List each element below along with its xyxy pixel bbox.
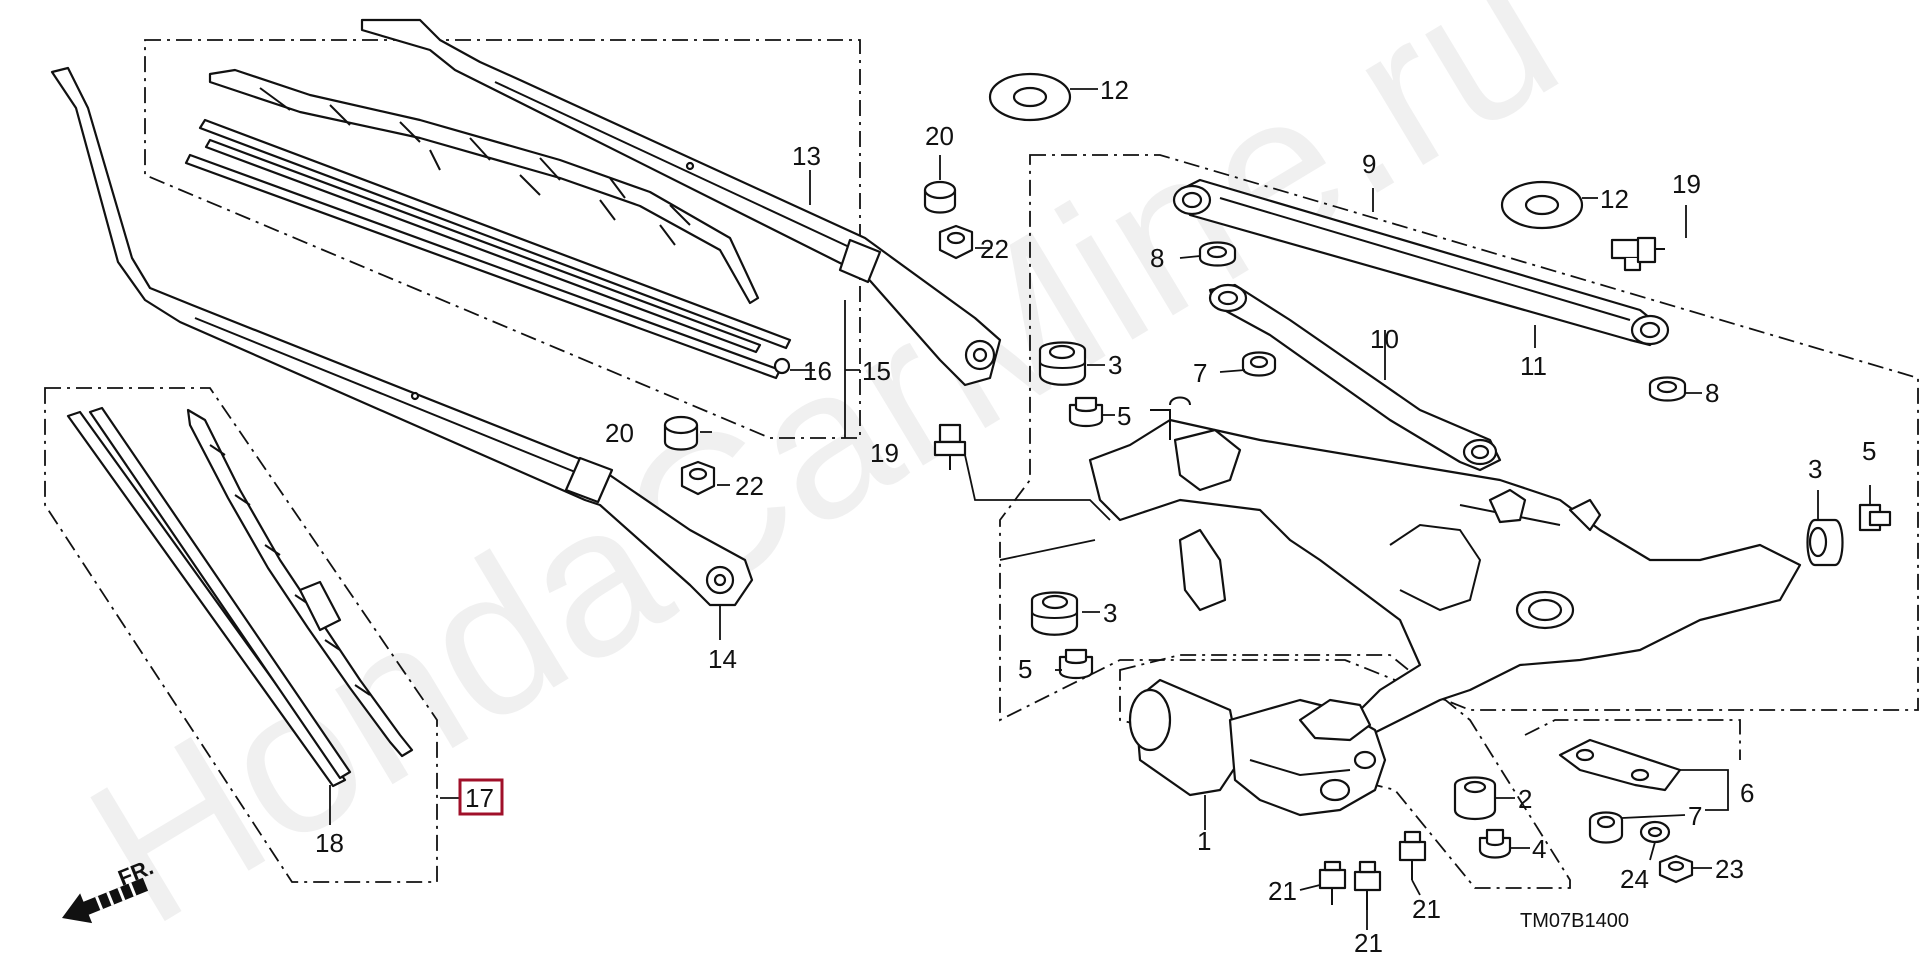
- callout-10: 10: [1370, 324, 1399, 354]
- callout-2: 2: [1518, 784, 1532, 814]
- callout-3: 3: [1103, 598, 1117, 628]
- wiper-blade-passenger: [66, 406, 414, 788]
- grommet-8-top: [1198, 241, 1237, 267]
- nut-22-top: [938, 224, 974, 260]
- callout-21: 21: [1354, 928, 1383, 958]
- nut-22-mid: [680, 460, 716, 496]
- grommet-8-right: [1648, 376, 1687, 402]
- blade-assembly-outline: [144, 39, 861, 439]
- callout-5: 5: [1117, 401, 1131, 431]
- callout-9: 9: [1362, 149, 1376, 179]
- callout-1: 1: [1197, 826, 1211, 856]
- grommet-2: [1453, 776, 1497, 821]
- callout-8: 8: [1150, 243, 1164, 273]
- wiper-blade-driver: [184, 68, 792, 380]
- link-10: [1208, 283, 1502, 472]
- callout-16: 16: [803, 356, 832, 386]
- callout-21: 21: [1412, 894, 1441, 924]
- callout-3: 3: [1108, 350, 1122, 380]
- washer-12-right: [1500, 180, 1584, 230]
- washer-12-top: [988, 72, 1072, 122]
- collar-5-right: [1858, 503, 1892, 532]
- callout-24: 24: [1620, 864, 1649, 894]
- link-9-11: [1172, 178, 1670, 347]
- wiper-arm-driver: [360, 18, 1002, 387]
- linkage-frame: [1088, 396, 1802, 737]
- callout-19: 19: [870, 438, 899, 468]
- bracket-set-outline: [1524, 719, 1741, 760]
- callout-13: 13: [792, 141, 821, 171]
- cap-20-top: [923, 180, 957, 214]
- washer-24: [1639, 820, 1671, 844]
- callout-15: 15: [862, 356, 891, 386]
- grommet-7-bottom: [1588, 811, 1624, 844]
- bolt-21-right: [1398, 830, 1427, 880]
- callout-3: 3: [1808, 454, 1822, 484]
- wiper-motor: [1128, 678, 1387, 817]
- front-direction-arrow: [62, 877, 149, 924]
- callout-5: 5: [1018, 654, 1032, 684]
- grommet-3-right: [1806, 518, 1844, 567]
- grommet-3-top: [1038, 341, 1087, 386]
- callout-21: 21: [1268, 876, 1297, 906]
- bolt-21-mid: [1353, 860, 1382, 910]
- callout-20: 20: [925, 121, 954, 151]
- grommet-3-mid: [1030, 591, 1079, 636]
- collar-5-mid: [1058, 648, 1094, 680]
- callout-4: 4: [1532, 834, 1546, 864]
- collar-5-top: [1068, 396, 1104, 428]
- callout-labels: 12 20 22 13 9 12 19 8 10 11 8 7 3 5 15 1…: [315, 75, 1876, 958]
- callout-14: 14: [708, 644, 737, 674]
- diagram-code: TM07B1400: [1520, 910, 1629, 932]
- callout-6: 6: [1740, 778, 1754, 808]
- callout-11: 11: [1520, 351, 1547, 381]
- bracket-6: [1558, 738, 1682, 792]
- wiper-arm-passenger: [50, 66, 754, 607]
- nut-23: [1658, 854, 1694, 884]
- collar-4: [1478, 828, 1512, 859]
- cap-20-mid: [663, 415, 699, 451]
- passenger-blade-outline: [44, 387, 438, 883]
- callout-19: 19: [1672, 169, 1701, 199]
- callout-12: 12: [1100, 75, 1129, 105]
- callout-17-highlight-box[interactable]: [458, 778, 504, 816]
- callout-22: 22: [735, 471, 764, 501]
- callout-12: 12: [1600, 184, 1629, 214]
- leader-lines: [329, 88, 1871, 930]
- bolt-19-right: [1610, 236, 1665, 272]
- callout-18: 18: [315, 828, 344, 858]
- callout-8: 8: [1705, 378, 1719, 408]
- bolt-21-left: [1318, 860, 1347, 905]
- callout-7: 7: [1193, 358, 1207, 388]
- callout-5: 5: [1862, 436, 1876, 466]
- callout-7: 7: [1688, 801, 1702, 831]
- callout-17[interactable]: 17: [465, 783, 494, 813]
- callout-23: 23: [1715, 854, 1744, 884]
- callout-20: 20: [605, 418, 634, 448]
- grommet-7-top: [1241, 351, 1277, 377]
- callout-22: 22: [980, 234, 1009, 264]
